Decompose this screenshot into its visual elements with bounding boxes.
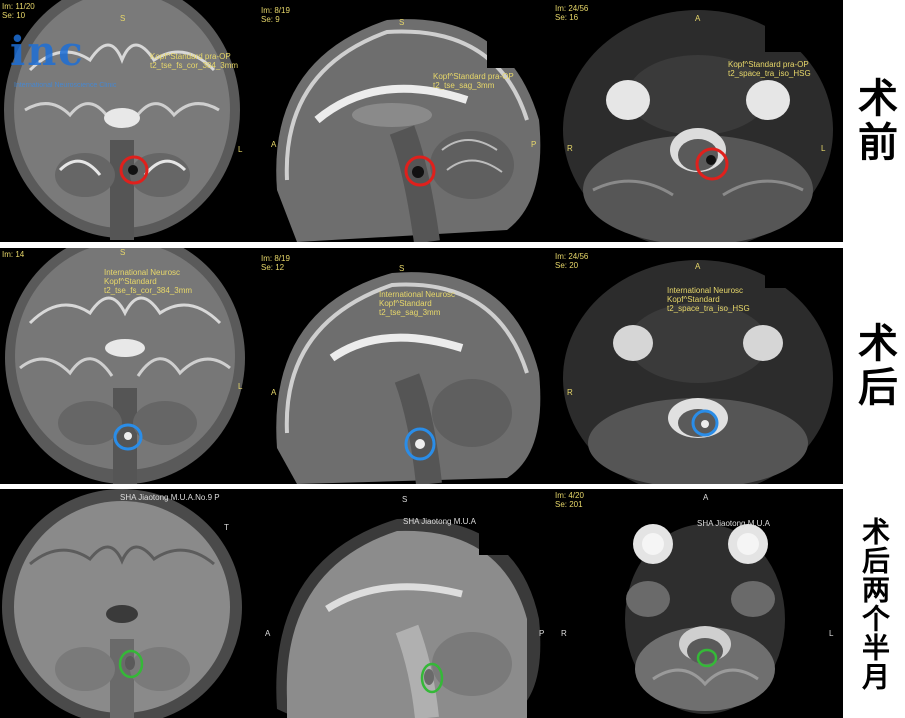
row-label-preop: 术前 <box>843 0 905 242</box>
brain-coronal-image <box>2 489 242 718</box>
row-label-text: 术后两个半月 <box>858 516 891 691</box>
brain-coronal-image <box>5 248 245 484</box>
overlay-series-info: Kopf^Standard pra-OP t2_tse_sag_3mm <box>433 72 514 90</box>
orientation-left: A <box>271 140 277 149</box>
mri-axial-postop: Im: 24/56 Se: 20 International Neurosc K… <box>553 248 843 484</box>
brain-sagittal-image <box>276 518 541 718</box>
orientation-right: L <box>829 629 834 638</box>
overlay-image-info: Im: 11/20 Se: 10 <box>2 2 35 20</box>
overlay-series-info: International Neurosc Kopf^Standard t2_s… <box>667 286 750 313</box>
overlay-image-info: Im: 8/19 Se: 12 <box>261 254 290 272</box>
orientation-top: S <box>402 495 408 504</box>
lesion-marker-circle <box>118 649 144 679</box>
row-followup: SHA Jiaotong M.U.A.No.9 P T SHA Jiaotong… <box>0 489 905 718</box>
lesion-marker-circle <box>404 427 436 461</box>
lesion-marker-circle <box>696 648 718 668</box>
clinic-logo: inc <box>10 28 85 75</box>
row-label-text: 术前 <box>851 77 897 165</box>
row-separator <box>0 242 905 248</box>
clinic-logo-subtext: International Neuroscience Clinic <box>14 82 117 89</box>
overlay-image-info: Im: 14 <box>2 250 25 259</box>
mri-axial-followup: Im: 4/20 Se: 201 SHA Jiaotong M.U.A A R … <box>553 489 843 718</box>
orientation-top: A <box>695 14 701 23</box>
orientation-right: L <box>238 382 243 391</box>
brain-axial-image <box>625 524 785 714</box>
overlay-series-info: SHA Jiaotong M.U.A <box>697 519 770 528</box>
orientation-top: A <box>703 493 709 502</box>
lesion-marker-circle <box>404 155 436 187</box>
orientation-left: R <box>567 388 573 397</box>
orientation-left: A <box>271 388 277 397</box>
brain-axial-image <box>563 260 833 484</box>
overlay-image-info: Im: 24/56 Se: 16 <box>555 4 589 22</box>
orientation-left: R <box>561 629 567 638</box>
row-label-text: 术后 <box>851 322 897 410</box>
orientation-right: P <box>539 629 545 638</box>
mri-coronal-followup: SHA Jiaotong M.U.A.No.9 P T <box>0 489 253 718</box>
overlay-series-info: International Neurosc Kopf^Standard t2_t… <box>379 290 456 317</box>
orientation-right: P <box>531 140 537 149</box>
orientation-left: R <box>567 144 573 153</box>
lesion-marker-circle <box>119 155 149 185</box>
overlay-image-info: Im: 8/19 Se: 9 <box>261 6 290 24</box>
overlay-series-info: Kopf^Standard pra-OP t2_tse_fs_cor_384_3… <box>150 52 239 70</box>
lesion-marker-circle <box>420 662 444 694</box>
orientation-right: L <box>821 144 826 153</box>
overlay-series-info: SHA Jiaotong M.U.A.No.9 P <box>120 493 220 502</box>
mri-axial-preop: Im: 24/56 Se: 16 Kopf^Standard pra-OP t2… <box>553 0 843 242</box>
brain-coronal-image <box>4 0 240 240</box>
brain-axial-image <box>563 10 833 242</box>
orientation-top: S <box>399 264 405 273</box>
overlay-series-info: SHA Jiaotong M.U.A <box>403 517 476 526</box>
orientation-top: A <box>695 262 701 271</box>
overlay-series-info: Kopf^Standard pra-OP t2_space_tra_iso_HS… <box>728 60 811 78</box>
mri-sagittal-followup: SHA Jiaotong M.U.A S A P <box>257 489 549 718</box>
row-label-postop: 术后 <box>843 248 905 484</box>
brain-sagittal-image <box>276 19 541 242</box>
orientation-right: L <box>238 145 243 154</box>
row-preop: inc International Neuroscience Clinic Im… <box>0 0 905 242</box>
row-separator <box>0 484 905 489</box>
brain-sagittal-image <box>276 272 541 484</box>
orientation-right: T <box>224 523 229 532</box>
orientation-left: A <box>265 629 271 638</box>
lesion-marker-circle <box>695 147 729 181</box>
mri-coronal-postop: Im: 14 International Neurosc Kopf^Standa… <box>0 248 253 484</box>
mri-sagittal-postop: Im: 8/19 Se: 12 International Neurosc Ko… <box>257 248 549 484</box>
lesion-marker-circle <box>113 423 143 451</box>
row-postop: Im: 14 International Neurosc Kopf^Standa… <box>0 248 905 484</box>
row-label-followup: 术后两个半月 <box>843 489 905 718</box>
mri-coronal-preop: inc International Neuroscience Clinic Im… <box>0 0 253 242</box>
overlay-series-info: International Neurosc Kopf^Standard t2_t… <box>104 268 193 295</box>
orientation-top: S <box>120 14 126 23</box>
lesion-marker-circle <box>691 409 719 437</box>
overlay-image-info: Im: 24/56 Se: 20 <box>555 252 589 270</box>
mri-sagittal-preop: Im: 8/19 Se: 9 Kopf^Standard pra-OP t2_t… <box>257 0 549 242</box>
overlay-image-info: Im: 4/20 Se: 201 <box>555 491 584 509</box>
orientation-top: S <box>120 248 126 257</box>
orientation-top: S <box>399 18 405 27</box>
